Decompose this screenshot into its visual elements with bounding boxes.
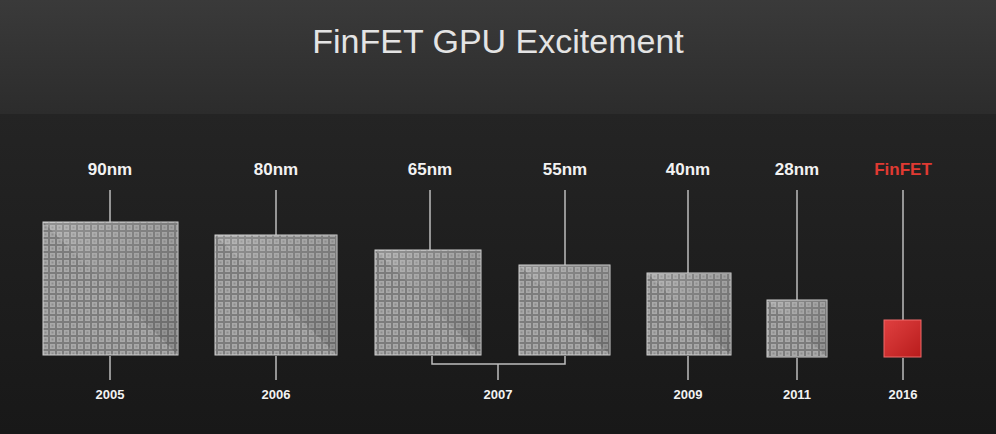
die <box>767 300 827 357</box>
process-label: 40nm <box>666 160 710 180</box>
year-label: 2007 <box>484 387 513 402</box>
die-shading <box>215 235 337 355</box>
leader-line <box>275 190 277 235</box>
process-label: 28nm <box>775 160 819 180</box>
process-label: 55nm <box>543 160 587 180</box>
leader-line <box>687 190 689 273</box>
leader-line <box>109 190 111 222</box>
leader-line <box>429 190 431 250</box>
leader-line <box>109 356 111 380</box>
leader-line <box>687 356 689 380</box>
bracket <box>432 356 565 380</box>
die <box>43 222 178 355</box>
year-label: 2006 <box>262 387 291 402</box>
year-label: 2005 <box>96 387 125 402</box>
die <box>647 273 731 355</box>
leader-line <box>902 358 904 380</box>
leader-line <box>796 190 798 300</box>
dies <box>43 222 921 357</box>
die-shading <box>375 250 481 355</box>
die-shading <box>43 222 178 355</box>
leader-line <box>902 190 904 320</box>
process-label: 80nm <box>254 160 298 180</box>
die <box>519 265 610 355</box>
year-label: 2016 <box>889 387 918 402</box>
die-shading <box>519 265 610 355</box>
die-shading <box>647 273 731 355</box>
leader-line <box>275 356 277 380</box>
leader-lines <box>110 190 903 380</box>
die <box>215 235 337 355</box>
leader-line <box>796 358 798 380</box>
year-label: 2009 <box>674 387 703 402</box>
finfet-die <box>884 320 921 357</box>
process-label: FinFET <box>874 160 932 180</box>
process-label: 65nm <box>408 160 452 180</box>
slide-title: FinFET GPU Excitement <box>312 22 684 61</box>
leader-line <box>564 190 566 265</box>
year-label: 2011 <box>783 387 811 402</box>
process-label: 90nm <box>88 160 132 180</box>
die-shading <box>767 300 827 357</box>
die <box>375 250 481 355</box>
